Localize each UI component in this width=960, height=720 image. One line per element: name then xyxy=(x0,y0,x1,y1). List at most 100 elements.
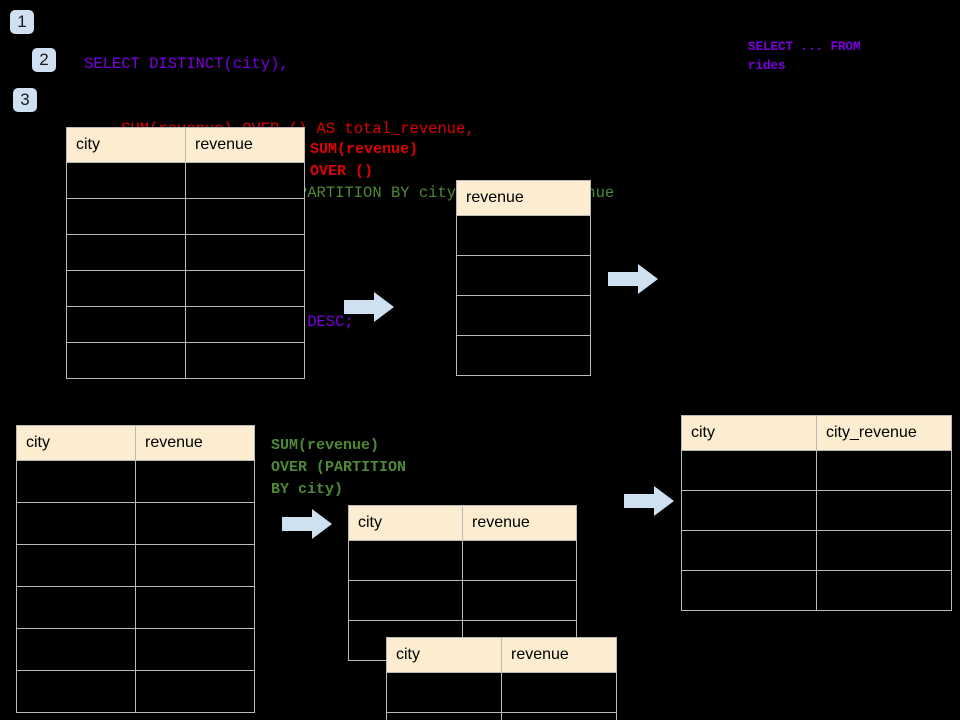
table-row xyxy=(16,670,255,713)
step-badge-3: 3 xyxy=(13,88,37,112)
table-rides-source-top: city revenue xyxy=(66,127,305,379)
cell-revenue xyxy=(135,544,255,587)
cell-city xyxy=(66,162,186,199)
cell-city xyxy=(16,502,136,545)
cell-city xyxy=(66,342,186,379)
table-row xyxy=(16,544,255,587)
cell-revenue xyxy=(185,342,305,379)
table-row xyxy=(681,450,952,491)
table-row xyxy=(16,628,255,671)
cell-city xyxy=(348,580,463,621)
table-row xyxy=(456,215,591,256)
cell-revenue xyxy=(456,215,591,256)
cell-city-revenue xyxy=(816,530,952,571)
cell-revenue xyxy=(456,255,591,296)
column-header-city: city xyxy=(386,637,502,673)
cell-revenue xyxy=(185,234,305,271)
cell-city xyxy=(66,198,186,235)
annotation-sum-over-empty: SUM(revenue) OVER () xyxy=(310,141,419,180)
arrow-source-to-partition xyxy=(282,507,332,541)
cell-revenue xyxy=(185,198,305,235)
cell-revenue xyxy=(185,306,305,343)
table-row xyxy=(681,570,952,611)
table-header-row: city revenue xyxy=(348,505,577,541)
table-header-row: city city_revenue xyxy=(681,415,952,451)
cell-city xyxy=(16,460,136,503)
cell-city xyxy=(386,672,502,713)
cell-city xyxy=(386,712,502,720)
table-header-row: revenue xyxy=(456,180,591,216)
cell-city xyxy=(66,306,186,343)
column-header-city-revenue: city_revenue xyxy=(816,415,952,451)
table-row xyxy=(456,335,591,376)
table-row xyxy=(456,255,591,296)
cell-city xyxy=(16,544,136,587)
cell-revenue xyxy=(501,672,617,713)
cell-revenue xyxy=(456,335,591,376)
column-header-city: city xyxy=(66,127,186,163)
cell-city-revenue xyxy=(816,490,952,531)
cell-city xyxy=(66,270,186,307)
table-header-row: city revenue xyxy=(386,637,617,673)
cell-city xyxy=(348,540,463,581)
cell-city xyxy=(16,628,136,671)
column-header-city: city xyxy=(16,425,136,461)
cell-revenue xyxy=(135,460,255,503)
table-row xyxy=(66,306,305,343)
table-row xyxy=(66,234,305,271)
column-header-revenue: revenue xyxy=(462,505,577,541)
cell-revenue xyxy=(135,628,255,671)
column-header-revenue: revenue xyxy=(501,637,617,673)
cell-revenue xyxy=(185,162,305,199)
table-row xyxy=(348,580,577,621)
table-row xyxy=(681,530,952,571)
cell-revenue xyxy=(462,540,577,581)
cell-city xyxy=(16,670,136,713)
annotation-sum-over-partition: SUM(revenue) OVER (PARTITION BY city) xyxy=(271,437,407,498)
step-badge-1: 1 xyxy=(10,10,34,34)
cell-city xyxy=(681,570,817,611)
table-row xyxy=(66,270,305,307)
table-header-row: city revenue xyxy=(66,127,305,163)
cell-city xyxy=(681,490,817,531)
step-badge-2: 2 xyxy=(32,48,56,72)
cell-revenue xyxy=(135,670,255,713)
table-row xyxy=(16,460,255,503)
table-partition-group-front: city revenue xyxy=(386,637,617,720)
table-row xyxy=(16,502,255,545)
table-row xyxy=(66,342,305,379)
table-row xyxy=(456,295,591,336)
table-row xyxy=(66,162,305,199)
table-row xyxy=(348,540,577,581)
cell-city xyxy=(16,586,136,629)
column-header-revenue: revenue xyxy=(456,180,591,216)
arrow-source-to-total xyxy=(344,290,394,324)
arrow-total-to-result xyxy=(608,262,658,296)
cell-revenue xyxy=(501,712,617,720)
table-total-revenue: revenue xyxy=(456,180,591,376)
column-header-city: city xyxy=(681,415,817,451)
arrow-partition-to-result xyxy=(624,484,674,518)
table-row xyxy=(386,712,617,720)
column-header-city: city xyxy=(348,505,463,541)
table-row xyxy=(386,672,617,713)
column-header-revenue: revenue xyxy=(135,425,255,461)
table-rides-source-bottom: city revenue xyxy=(16,425,255,713)
cell-revenue xyxy=(456,295,591,336)
table-final-result: city city_revenue xyxy=(681,415,952,611)
table-row xyxy=(681,490,952,531)
cell-revenue xyxy=(135,502,255,545)
sql-line-1: SELECT DISTINCT(city), xyxy=(84,55,289,73)
cell-city xyxy=(66,234,186,271)
cell-city xyxy=(681,530,817,571)
table-row xyxy=(66,198,305,235)
table-partition-group-back: city revenue xyxy=(348,505,577,661)
column-header-revenue: revenue xyxy=(185,127,305,163)
cell-city-revenue xyxy=(816,570,952,611)
select-from-rides-note: SELECT ... FROM rides xyxy=(748,40,861,73)
cell-city-revenue xyxy=(816,450,952,491)
table-row xyxy=(16,586,255,629)
cell-revenue xyxy=(462,580,577,621)
table-header-row: city revenue xyxy=(16,425,255,461)
